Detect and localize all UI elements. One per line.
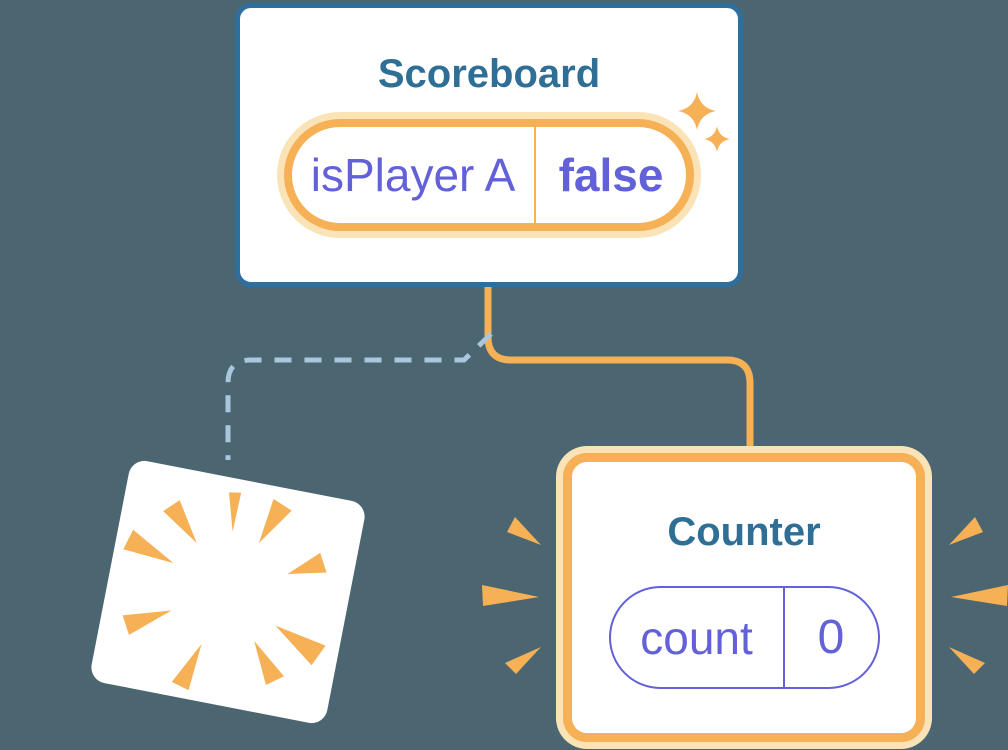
connector-scoreboard-to-counter (484, 280, 754, 460)
pill-divider (534, 127, 536, 223)
emphasis-mark (949, 517, 983, 545)
state-value: 0 (817, 610, 845, 664)
burst-ray (258, 498, 292, 543)
state-pill-value-cell: false (536, 127, 686, 223)
scoreboard-state-pill: isPlayer A false (284, 119, 694, 231)
emphasis-mark (505, 647, 541, 674)
burst-ray (122, 610, 172, 635)
state-name: isPlayer A (310, 149, 516, 201)
burst-ray (254, 640, 284, 685)
removed-component-card (88, 458, 368, 726)
burst-ray (163, 500, 197, 544)
emphasis-burst-left-icon (482, 517, 541, 674)
burst-ray (229, 492, 242, 532)
state-name: count (640, 611, 753, 664)
emphasis-burst-right-icon (949, 517, 1008, 674)
pill-divider (782, 588, 785, 687)
scoreboard-title: Scoreboard (377, 52, 601, 96)
counter-card: Counter count 0 (563, 453, 925, 742)
emphasis-mark (951, 585, 1008, 606)
state-pill-label-cell: isPlayer A (292, 127, 534, 223)
poof-burst-icon (122, 492, 327, 691)
state-pill-label-cell: count (611, 588, 783, 687)
emphasis-mark (949, 647, 985, 674)
state-value: false (558, 149, 664, 201)
emphasis-mark (507, 517, 541, 545)
counter-state-pill: count 0 (608, 586, 880, 689)
burst-ray (171, 643, 202, 691)
burst-ray (123, 529, 174, 564)
connector-scoreboard-to-removed (225, 332, 493, 460)
burst-ray (287, 552, 327, 575)
emphasis-mark (482, 585, 539, 606)
counter-title: Counter (667, 510, 821, 554)
scoreboard-card: Scoreboard isPlayer A false (235, 3, 743, 287)
burst-ray (275, 625, 326, 666)
state-pill-value-cell: 0 (785, 588, 878, 687)
